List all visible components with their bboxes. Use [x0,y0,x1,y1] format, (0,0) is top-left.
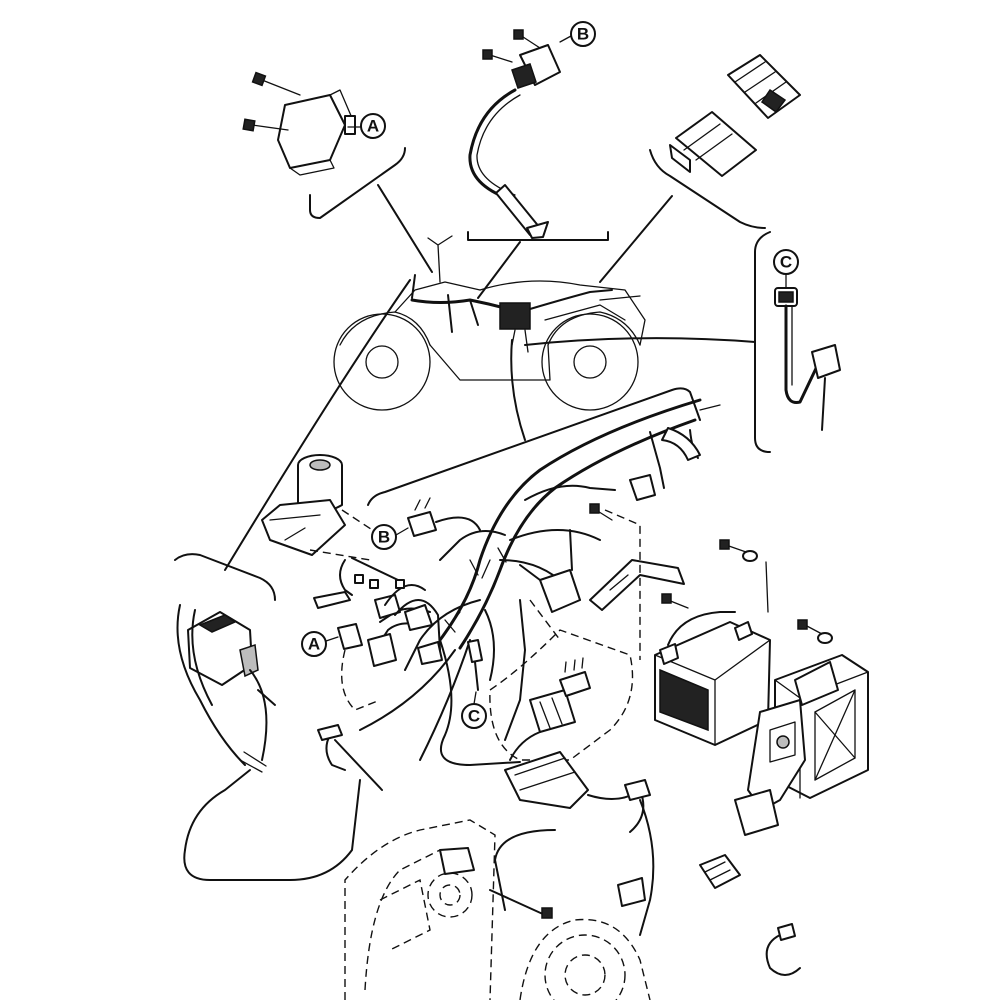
connector-block-lower [669,111,757,177]
sensor-cable-b [468,44,561,239]
inset-bracket-harness [367,387,701,506]
callout-letter-c: C [468,707,480,726]
main-harness-bundle [359,398,721,766]
leader-to-cdi [224,279,411,571]
callout-letter-b: B [378,528,390,547]
clamp-bottom-right [765,923,801,976]
connector-b-harness: B [371,497,481,550]
starter-relay [519,529,581,641]
callout-letter-a: A [367,117,379,136]
leader-to-coil [524,337,756,346]
ground-cable [489,799,655,936]
ignition-switch [261,454,381,561]
atv-outline [333,235,646,411]
bolt-a2 [242,118,289,132]
coupler-cluster [367,584,443,667]
bolt-b2 [513,29,541,49]
callout-b-top: B [559,21,596,47]
inset-bracket-b [467,231,609,241]
leader-to-relay [377,184,433,273]
engine-block [344,819,651,1000]
inset-bracket-cdi [174,553,276,601]
inset-bracket-a [309,147,406,219]
cdi-unit [176,604,361,881]
battery-box [734,654,869,836]
harness-on-atv [410,274,613,353]
cable-tie-left [313,557,405,609]
connector-block-upper [727,54,801,119]
leader-to-harness [510,339,526,441]
bolt-b1 [482,49,513,63]
battery [654,611,771,746]
fuse-coupler [509,657,591,761]
inset-bracket-right [754,231,771,453]
callout-letter-a: A [308,635,320,654]
leader-to-connectors [599,195,673,283]
relay-component-a [277,89,356,176]
clip-lower-right [699,854,741,889]
connector-c-harness: C [461,639,487,729]
callout-letter-c: C [780,253,792,272]
cable-tie-lower [317,724,383,791]
ignition-coil-c [774,287,841,431]
callout-c-right: C [773,249,799,289]
connector-a-harness: A [301,623,381,711]
callout-letter-b: B [577,25,589,44]
bolt-a1 [251,71,301,96]
battery-strap [589,509,685,660]
callout-a-top: A [347,113,386,139]
inset-bracket-top-right [649,149,766,229]
spark-plug-cap [504,751,651,833]
battery-bolts [589,503,833,644]
dashed-area-fuse [489,629,634,761]
leader-to-sensor [477,241,521,299]
